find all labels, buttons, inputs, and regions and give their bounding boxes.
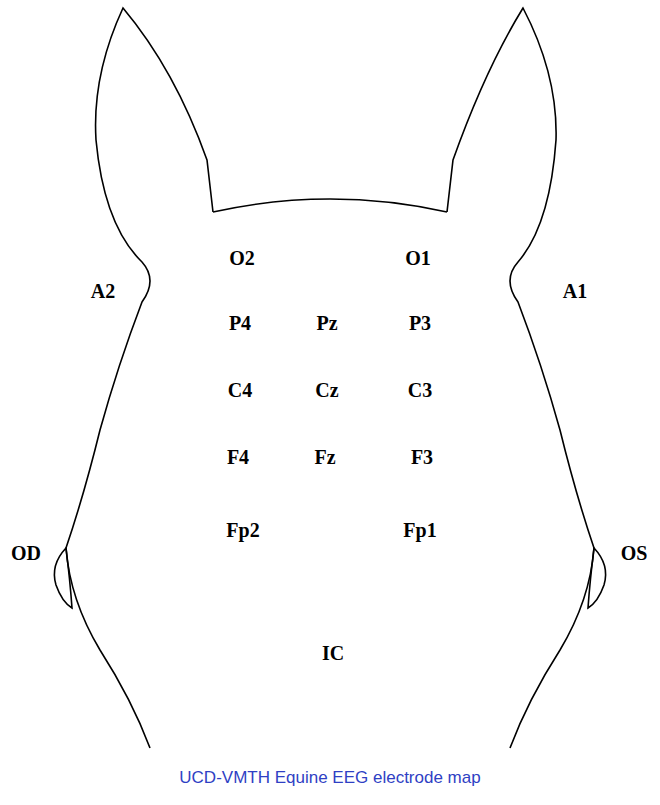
electrode-label: Cz (315, 380, 338, 400)
electrode-label: O1 (405, 248, 431, 268)
head-right-side (447, 8, 594, 748)
eye-left (54, 548, 72, 608)
electrode-label: Fz (314, 447, 335, 467)
electrode-label: Fp2 (226, 520, 259, 540)
electrode-label: Pz (316, 313, 337, 333)
electrode-label: A1 (563, 281, 587, 301)
electrode-label: P4 (229, 313, 251, 333)
electrode-label: F3 (411, 447, 433, 467)
electrode-label: C4 (228, 380, 252, 400)
caption: UCD-VMTH Equine EEG electrode map (179, 768, 480, 788)
head-left-side (66, 8, 213, 748)
electrode-label: P3 (409, 313, 431, 333)
electrode-label: Fp1 (403, 520, 436, 540)
electrode-label: IC (322, 643, 344, 663)
electrode-label: F4 (227, 447, 249, 467)
electrode-label: O2 (229, 248, 255, 268)
electrode-label: OD (11, 543, 41, 563)
forehead-line (213, 199, 447, 212)
electrode-label: A2 (91, 281, 115, 301)
electrode-label: OS (621, 543, 648, 563)
electrode-label: C3 (408, 380, 432, 400)
eye-right (588, 548, 606, 608)
